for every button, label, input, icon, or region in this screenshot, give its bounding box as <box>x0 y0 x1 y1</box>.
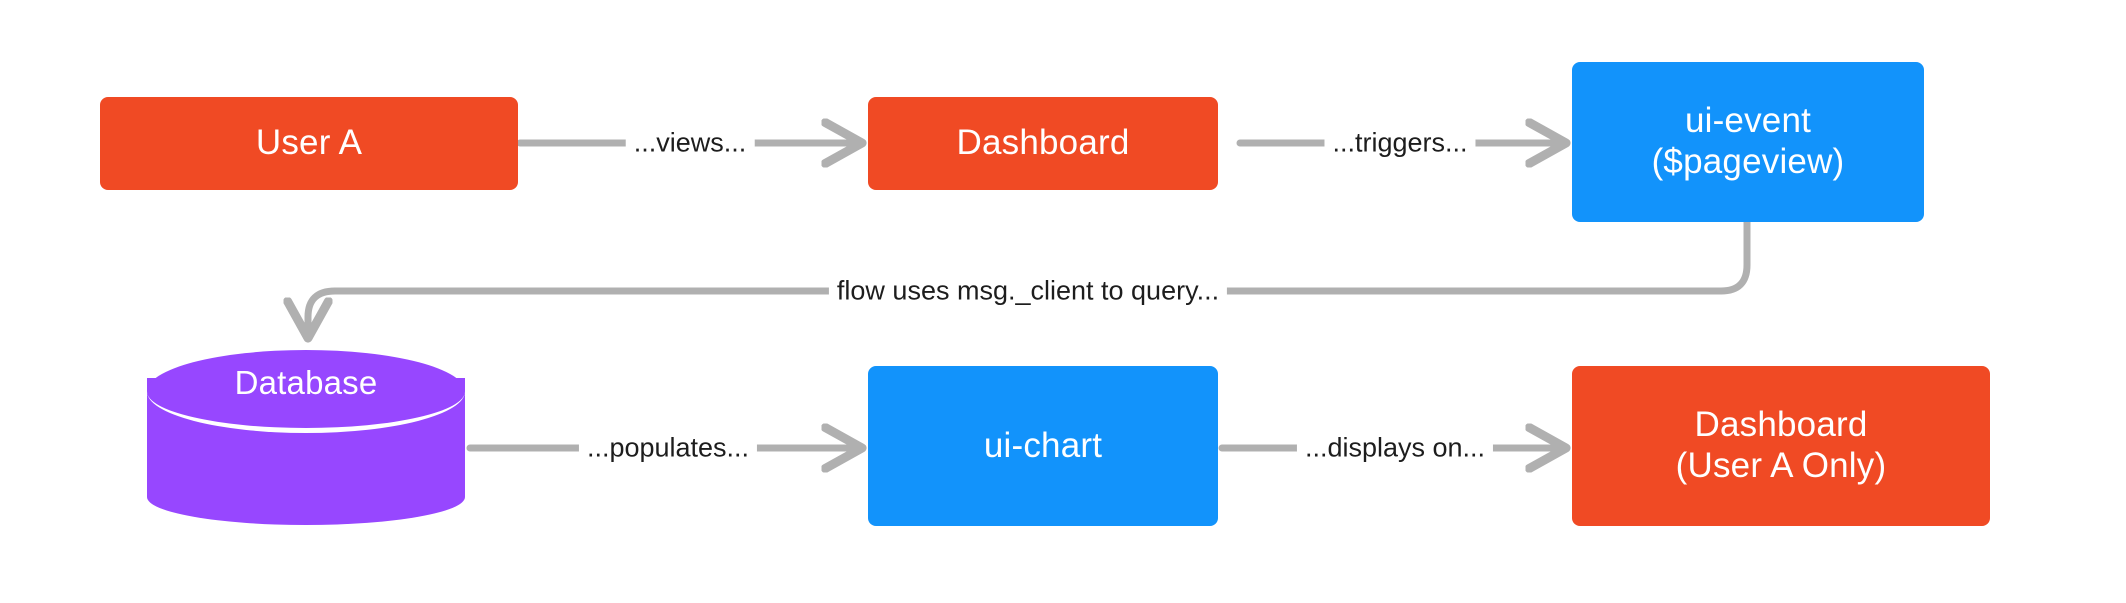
node-dashboard-2-label: Dashboard <box>1694 405 1868 445</box>
node-ui-event[interactable]: ui-event ($pageview) <box>1572 62 1924 222</box>
node-database-label: Database <box>234 364 378 401</box>
node-dashboard[interactable]: Dashboard <box>868 97 1218 190</box>
node-database[interactable]: Database <box>147 350 465 525</box>
node-user-a[interactable]: User A <box>100 97 518 190</box>
edge-label-triggers: ...triggers... <box>1324 127 1476 159</box>
edge-label-views: ...views... <box>625 127 755 159</box>
database-cylinder-top <box>147 350 465 433</box>
node-dashboard-2-sublabel: (User A Only) <box>1675 446 1887 485</box>
edge-label-displays-on: ...displays on... <box>1296 432 1494 464</box>
node-dashboard-user-a-only[interactable]: Dashboard (User A Only) <box>1572 366 1990 526</box>
node-ui-event-label: ui-event <box>1684 101 1812 141</box>
node-ui-chart-label: ui-chart <box>983 425 1103 465</box>
node-ui-event-sublabel: ($pageview) <box>1651 142 1845 181</box>
edge-label-flow-uses-client: flow uses msg._client to query... <box>828 275 1228 307</box>
node-dashboard-label: Dashboard <box>956 123 1130 163</box>
node-user-a-label: User A <box>255 123 363 163</box>
edge-label-populates: ...populates... <box>578 432 758 464</box>
node-ui-chart[interactable]: ui-chart <box>868 366 1218 526</box>
